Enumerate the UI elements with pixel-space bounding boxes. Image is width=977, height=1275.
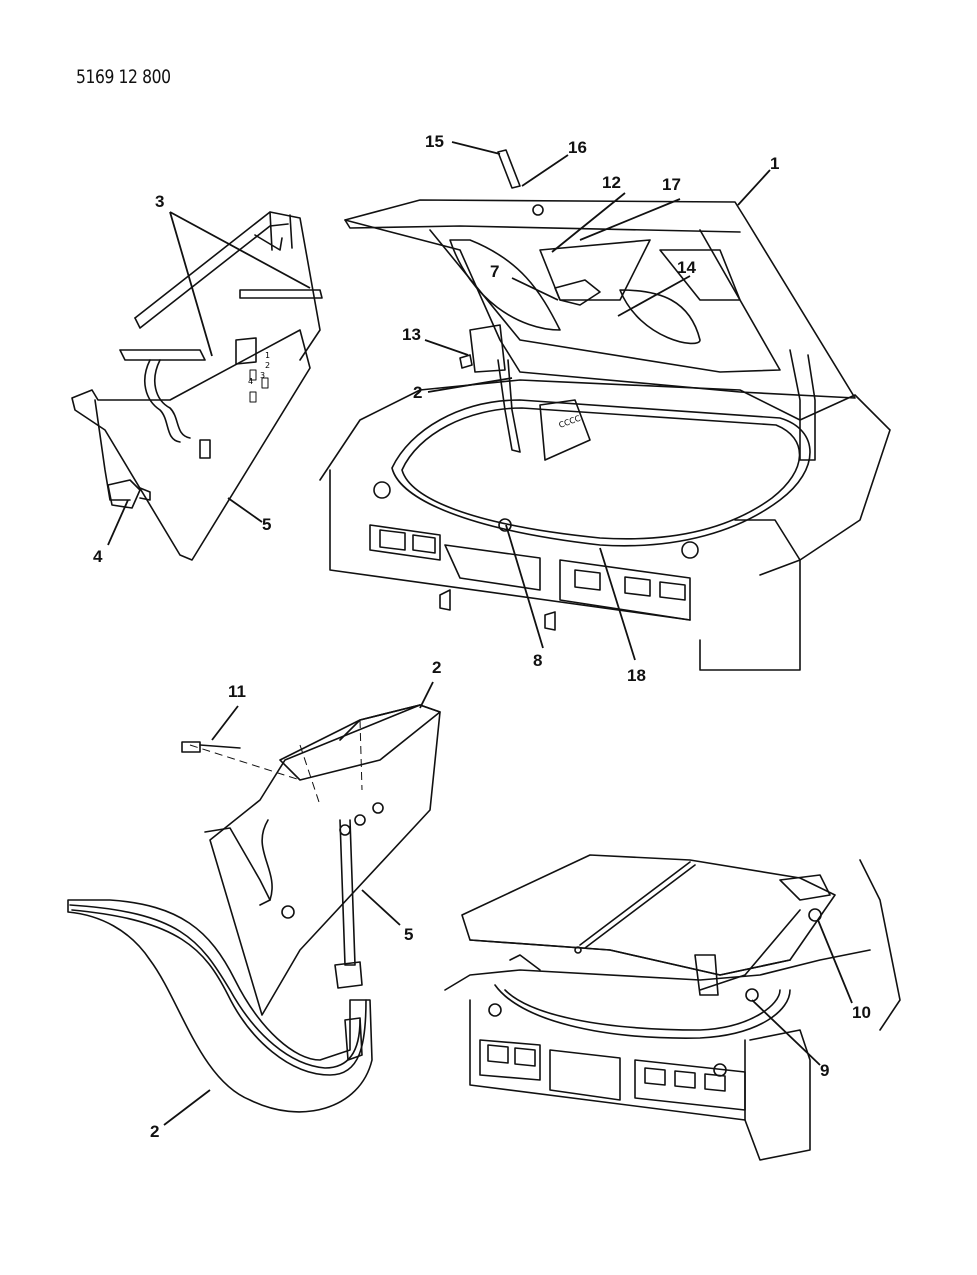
callout-5-top: 5 (262, 515, 271, 534)
callout-14: 14 (677, 258, 696, 277)
callout-9: 9 (820, 1061, 829, 1080)
callout-2-bottom: 2 (150, 1122, 159, 1141)
drawing-code: 5169 12 800 (76, 66, 171, 88)
callout-numbers: 3 4 5 15 16 1 12 17 7 14 13 2 8 18 11 2 … (93, 132, 871, 1141)
panel-seq-2: 2 (265, 361, 270, 370)
callout-13: 13 (402, 325, 421, 344)
panel-seq-1: 1 (265, 351, 270, 360)
callout-15: 15 (425, 132, 444, 151)
panel-seq-4: 4 (248, 377, 253, 386)
panel-stamp: CCCC (558, 414, 582, 430)
callout-12: 12 (602, 173, 621, 192)
callout-18: 18 (627, 666, 646, 685)
callout-5-bottom: 5 (404, 925, 413, 944)
callout-2-mid: 2 (432, 658, 441, 677)
callout-8: 8 (533, 651, 542, 670)
panel-seq-3: 3 (260, 371, 265, 380)
callout-4: 4 (93, 547, 103, 566)
callout-16: 16 (568, 138, 587, 157)
callout-11: 11 (228, 682, 246, 701)
open-trunk-assembly: CCCC (319, 149, 891, 671)
callout-10: 10 (852, 1003, 871, 1022)
callout-17: 17 (662, 175, 681, 194)
callout-7: 7 (490, 262, 499, 281)
leader-lines (107, 141, 853, 1126)
callout-3: 3 (155, 192, 164, 211)
hinge-torsion-bar-detail (67, 704, 441, 1113)
callout-2-top: 2 (413, 383, 422, 402)
closed-trunk-assembly (444, 854, 901, 1161)
callout-1: 1 (770, 154, 779, 173)
hinge-bracket-detail: 1 2 3 4 (71, 211, 323, 561)
